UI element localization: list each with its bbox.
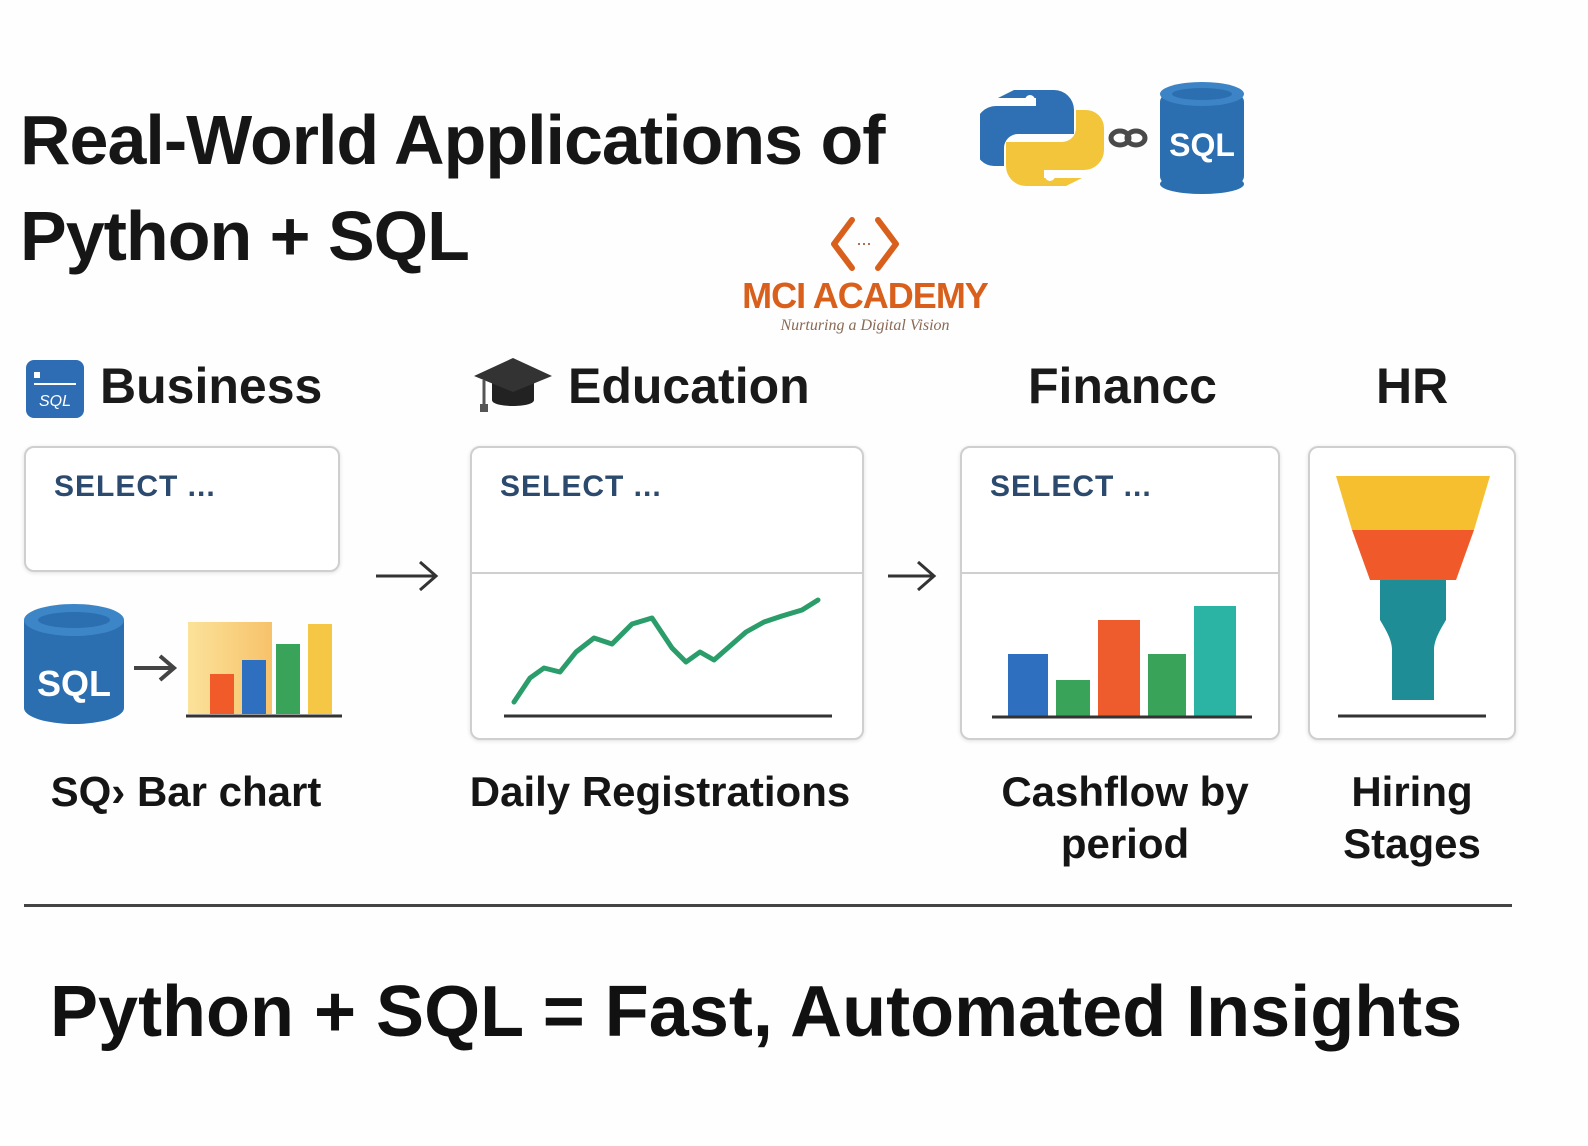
card-divider — [962, 572, 1278, 574]
cashflow-bar-1 — [1008, 654, 1048, 716]
registrations-line — [511, 597, 821, 705]
arrow-right-icon — [132, 650, 178, 686]
code-brackets-icon — [831, 217, 899, 271]
bar-1 — [210, 674, 234, 714]
infinity-link-icon — [1108, 128, 1148, 148]
funnel-stage-3 — [1380, 580, 1446, 700]
hr-caption-line-1: Hiring — [1351, 768, 1473, 815]
education-caption: Daily Registrations — [469, 768, 851, 815]
flow-arrow-icon — [374, 556, 440, 596]
page-title: Real-World Applications of Python + SQL — [20, 92, 980, 284]
title-line-2: Python + SQL — [20, 197, 470, 275]
section-heading-education: Education — [568, 358, 810, 414]
education-query-card: SELECT ... — [470, 446, 864, 740]
business-query-card: SELECT ... — [24, 446, 340, 572]
finance-caption-line-2: period — [1060, 820, 1190, 867]
bar-3 — [276, 644, 300, 714]
hr-caption: Hiring Stages — [1310, 766, 1514, 870]
card-divider — [472, 572, 862, 574]
select-query-label: SELECT ... — [54, 470, 216, 503]
title-line-1: Real-World Applications of — [20, 101, 886, 179]
sql-database-cylinder-icon: SQL — [22, 602, 126, 726]
cashflow-bar-4 — [1148, 654, 1186, 716]
sql-database-icon: SQL — [26, 360, 84, 418]
bar-2 — [242, 660, 266, 714]
finance-caption-line-1: Cashflow by — [1001, 768, 1249, 815]
brand-tagline: Nurturing a Digital Vision — [780, 317, 950, 334]
cashflow-bar-2 — [1056, 680, 1090, 716]
hr-funnel-card — [1308, 446, 1516, 740]
cashflow-bar-3 — [1098, 620, 1140, 716]
section-divider — [24, 904, 1512, 907]
python-logo-icon — [980, 90, 1104, 186]
funnel-stage-2 — [1352, 530, 1474, 580]
svg-text:SQL: SQL — [39, 393, 71, 410]
footer-tagline: Python + SQL = Fast, Automated Insights — [50, 972, 1463, 1052]
bar-4 — [308, 624, 332, 714]
select-query-label: SELECT ... — [500, 470, 662, 503]
python-sql-logos: SQL — [980, 78, 1260, 198]
graduation-cap-icon — [472, 354, 554, 418]
flow-arrow-icon — [886, 556, 938, 596]
sql-database-logo-icon: SQL — [1160, 82, 1244, 194]
brand-logo: MCI ACADEMY Nurturing a Digital Vision — [740, 206, 990, 356]
business-caption: SQ› Bar chart — [50, 768, 322, 815]
sql-logo-label: SQL — [1169, 127, 1235, 163]
finance-query-card: SELECT ... — [960, 446, 1280, 740]
finance-caption: Cashflow by period — [980, 766, 1270, 870]
daily-registrations-line-chart — [504, 597, 832, 718]
section-heading-hr: HR — [1376, 358, 1449, 414]
cashflow-bar-chart — [992, 606, 1252, 719]
business-bar-chart — [186, 616, 342, 720]
section-heading-finance: Financc — [1028, 358, 1217, 414]
section-heading-business: Business — [100, 358, 323, 414]
select-query-label: SELECT ... — [990, 470, 1152, 503]
hr-caption-line-2: Stages — [1343, 820, 1481, 867]
cashflow-bar-5 — [1194, 606, 1236, 716]
hiring-stages-funnel-chart — [1336, 476, 1490, 718]
brand-name: MCI ACADEMY — [742, 275, 989, 316]
funnel-stage-1 — [1336, 476, 1490, 530]
svg-text:SQL: SQL — [37, 663, 111, 704]
